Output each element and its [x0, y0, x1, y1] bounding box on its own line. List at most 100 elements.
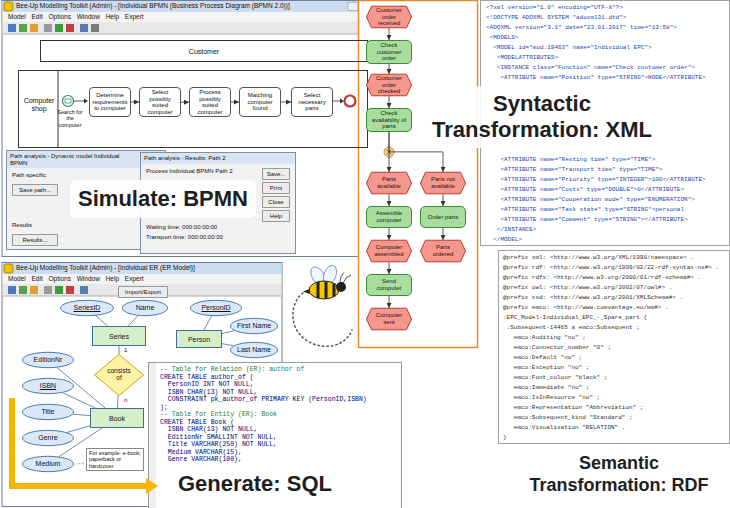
rdf-code-line: emco:Font_colour "black" ;: [503, 374, 607, 382]
sql-panel: [149, 363, 402, 508]
epc-event-text: Customer order checked: [372, 75, 406, 95]
ellipse-shape: [230, 342, 277, 357]
rdf-code-line: emco:IsInResource "no" ;: [503, 394, 600, 402]
bpmn-task-text: Select necessary parts: [294, 92, 330, 112]
start-event: [63, 96, 74, 107]
code-panel: [149, 363, 402, 508]
xml-code-line: <ATTRIBUTE name="Cooperation mode" type=…: [486, 196, 695, 204]
caption-banner-text: Generate: SQL: [178, 471, 332, 497]
er-attribute: Title: [22, 404, 74, 420]
er-key-attribute: SeriesID: [60, 300, 114, 316]
epc-event: Computer sent: [366, 308, 412, 330]
bee-head: [336, 282, 346, 292]
xml-code-line: <ADOXML version="3.1" date="23.01.2017" …: [486, 24, 677, 32]
rdf-code-line: emco:Visualisation "RELATION" .: [503, 424, 625, 432]
toolbar: [3, 22, 372, 34]
cardinality: 1: [124, 347, 127, 354]
menu-bar: [3, 274, 282, 284]
hex-shape: [420, 240, 465, 262]
epc-function-text: Send computer: [370, 278, 408, 291]
epc-event: Parts not available: [420, 172, 466, 194]
xml-code-line: <INSTANCE class="Function" name="Check c…: [486, 64, 695, 72]
toolbar-icon: [8, 24, 16, 32]
toolbar-dropdown: Import/Export: [118, 286, 168, 298]
relation-line: [67, 426, 90, 433]
er-attribute-text: Last Name: [237, 346, 271, 354]
epc-event-text: Computer sent: [372, 312, 406, 325]
sql-code-line: ISBN CHAR(13) NOT NULL,: [160, 389, 258, 397]
epc-event: Parts ordered: [420, 240, 466, 262]
title-bar: [3, 1, 372, 12]
dialog-button: Help: [262, 210, 290, 222]
app-window-text: Bee-Up Modelling Toolkit (Admin) - [Indi…: [2, 0, 372, 12]
er-entity-text: Person: [188, 336, 210, 343]
app-icon: [4, 2, 13, 11]
xml-code-line: <?xml version="1.0" encoding="UTF-8"?>: [486, 4, 623, 12]
flow-connector: [389, 262, 390, 274]
arrow-head: [84, 99, 88, 104]
dialog-text: Path specific: [12, 172, 46, 179]
er-attribute: Medium: [22, 456, 74, 472]
caption-banner: Simulate: BPMN: [70, 180, 256, 218]
bpmn-task: Matching computer found: [239, 87, 281, 117]
diamond-shape: [95, 354, 144, 395]
ellipse-shape: [23, 378, 74, 393]
toolbar-icon: [66, 286, 74, 294]
xml-code-line: <ATTRIBUTE name="Transport time" type="T…: [486, 166, 662, 174]
epc-function: Assemble computer: [366, 206, 412, 228]
er-relationship: consists of: [94, 354, 144, 396]
app-icon: [4, 264, 13, 273]
flow-connector: [443, 194, 444, 206]
er-relationship-text: consists of: [105, 368, 133, 382]
epc-event: Computer assembled: [366, 240, 412, 262]
flow-connector: [443, 228, 444, 240]
bee-trail: [293, 293, 352, 346]
cardinality: n: [124, 397, 127, 404]
caption-banner-text: Syntactic Transformation: XML: [418, 91, 666, 144]
rdf-code-line: @prefix owl: <http://www.w3.org/2002/07/…: [503, 284, 672, 292]
xml-code-line: <ATTRIBUTE name="Priority" type="INTEGER…: [486, 176, 706, 184]
bpmn-task-text: Matching computer found: [242, 92, 278, 112]
er-attribute: Last Name: [230, 342, 278, 358]
app-window-text: Bee-Up Modelling Toolkit (Admin) - [Indi…: [2, 262, 282, 274]
ellipse-shape: [191, 300, 242, 315]
note-leader: [76, 463, 84, 464]
caption-banner: Syntactic Transformation: XML: [414, 86, 670, 148]
rdf-code-line: emco:Connector_number "0" ;: [503, 344, 611, 352]
sql-code-line: );: [160, 404, 168, 412]
er-key-attribute-text: PersonID: [201, 304, 230, 312]
er-key-attribute-text: SeriesID: [74, 304, 101, 312]
rdf-code-line: emco:Default "no" ;: [503, 354, 582, 362]
arrow-head: [340, 99, 344, 104]
rdf-code-line: @prefix rdf: <http://www.w3.org/1999/02/…: [503, 264, 719, 272]
bee-antenna: [340, 273, 351, 284]
epc-event-text: Parts available: [372, 176, 406, 189]
er-attribute-text: Medium: [36, 460, 61, 468]
toolbar-icon: [80, 286, 88, 294]
sql-code-line: -- Table for Entity (ER): Book: [160, 411, 277, 419]
bpmn-task-text: Process possibly suited computer: [192, 89, 228, 115]
title-bar: [3, 263, 282, 274]
bee-body: [309, 281, 339, 299]
toolbar-icon: [66, 24, 74, 32]
er-entity-text: Series: [109, 333, 129, 340]
sql-code-line: CREATE TABLE author_of (: [160, 374, 254, 382]
menu-bar: Model Edit Options Window Help Expert: [8, 13, 144, 20]
epc-event-text: Computer assembled: [372, 244, 406, 257]
xml-code-line: </MODEL>: [486, 236, 522, 244]
toolbar-icon: [55, 286, 63, 294]
dialog-button: Print: [262, 182, 290, 194]
ellipse-shape: [23, 456, 74, 471]
bpmn-task: Select necessary parts: [291, 87, 333, 117]
er-key-attribute: ISBN: [22, 378, 74, 394]
epc-function: Send computer: [366, 274, 412, 296]
toolbar-icon: [19, 286, 27, 294]
hex-shape: [366, 240, 411, 262]
sql-code-line: Medium VARCHAR(15),: [160, 449, 242, 457]
flow-connector: [181, 102, 189, 103]
end-event: [345, 96, 356, 107]
sequence-flow: [74, 101, 85, 102]
flow-connector: [389, 64, 390, 74]
dialog-text: Results: [12, 222, 32, 229]
relation-line: [62, 393, 95, 408]
